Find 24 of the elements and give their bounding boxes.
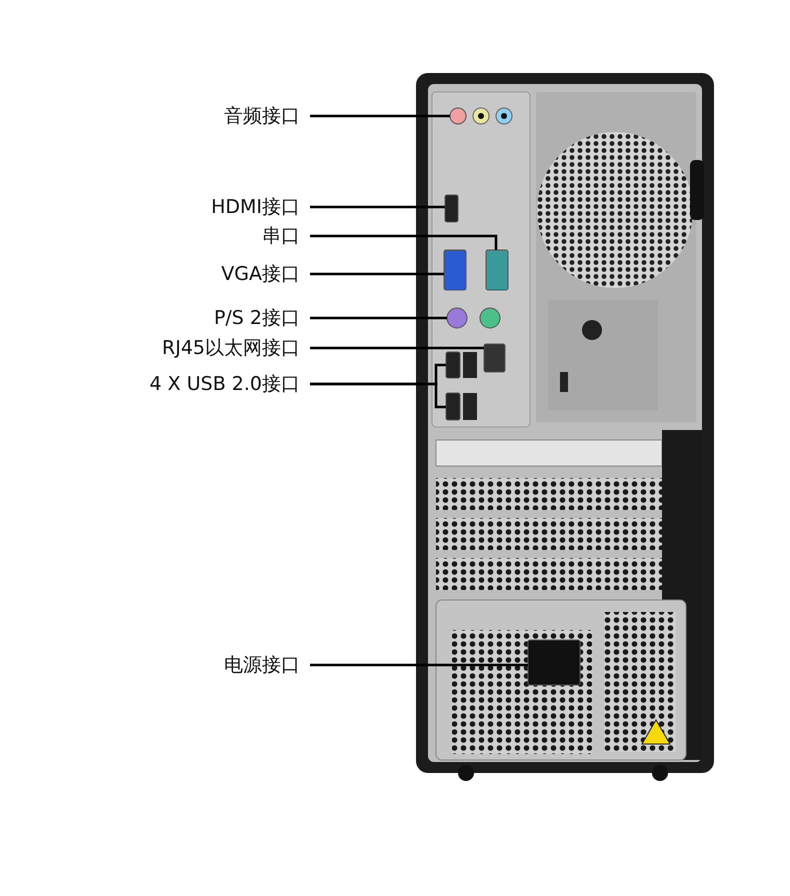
callout-label: 4 X USB 2.0接口 xyxy=(150,371,300,397)
vga-port xyxy=(444,250,466,290)
usb-port xyxy=(446,392,460,420)
serial-port xyxy=(486,250,508,290)
ps2-port xyxy=(446,308,468,328)
leader-line xyxy=(310,346,484,350)
callout-label: HDMI接口 xyxy=(211,194,300,220)
leader-line xyxy=(310,206,445,208)
hdmi-port xyxy=(444,194,458,222)
usb-port xyxy=(446,352,460,378)
callout-label: VGA接口 xyxy=(221,261,300,287)
callout-label: P/S 2接口 xyxy=(214,305,300,331)
power-socket xyxy=(528,640,580,686)
leader-line xyxy=(310,316,447,320)
callout-label: 音频接口 xyxy=(224,103,300,129)
callout-label: 电源接口 xyxy=(224,652,300,678)
leader-line xyxy=(310,272,444,276)
leader-line xyxy=(310,382,446,408)
leader-line xyxy=(310,114,450,118)
leader-line xyxy=(310,234,498,252)
callout-label: 串口 xyxy=(262,223,300,249)
callout-label: RJ45以太网接口 xyxy=(162,335,300,361)
ethernet-port xyxy=(484,344,506,372)
audio-jack xyxy=(450,108,466,124)
